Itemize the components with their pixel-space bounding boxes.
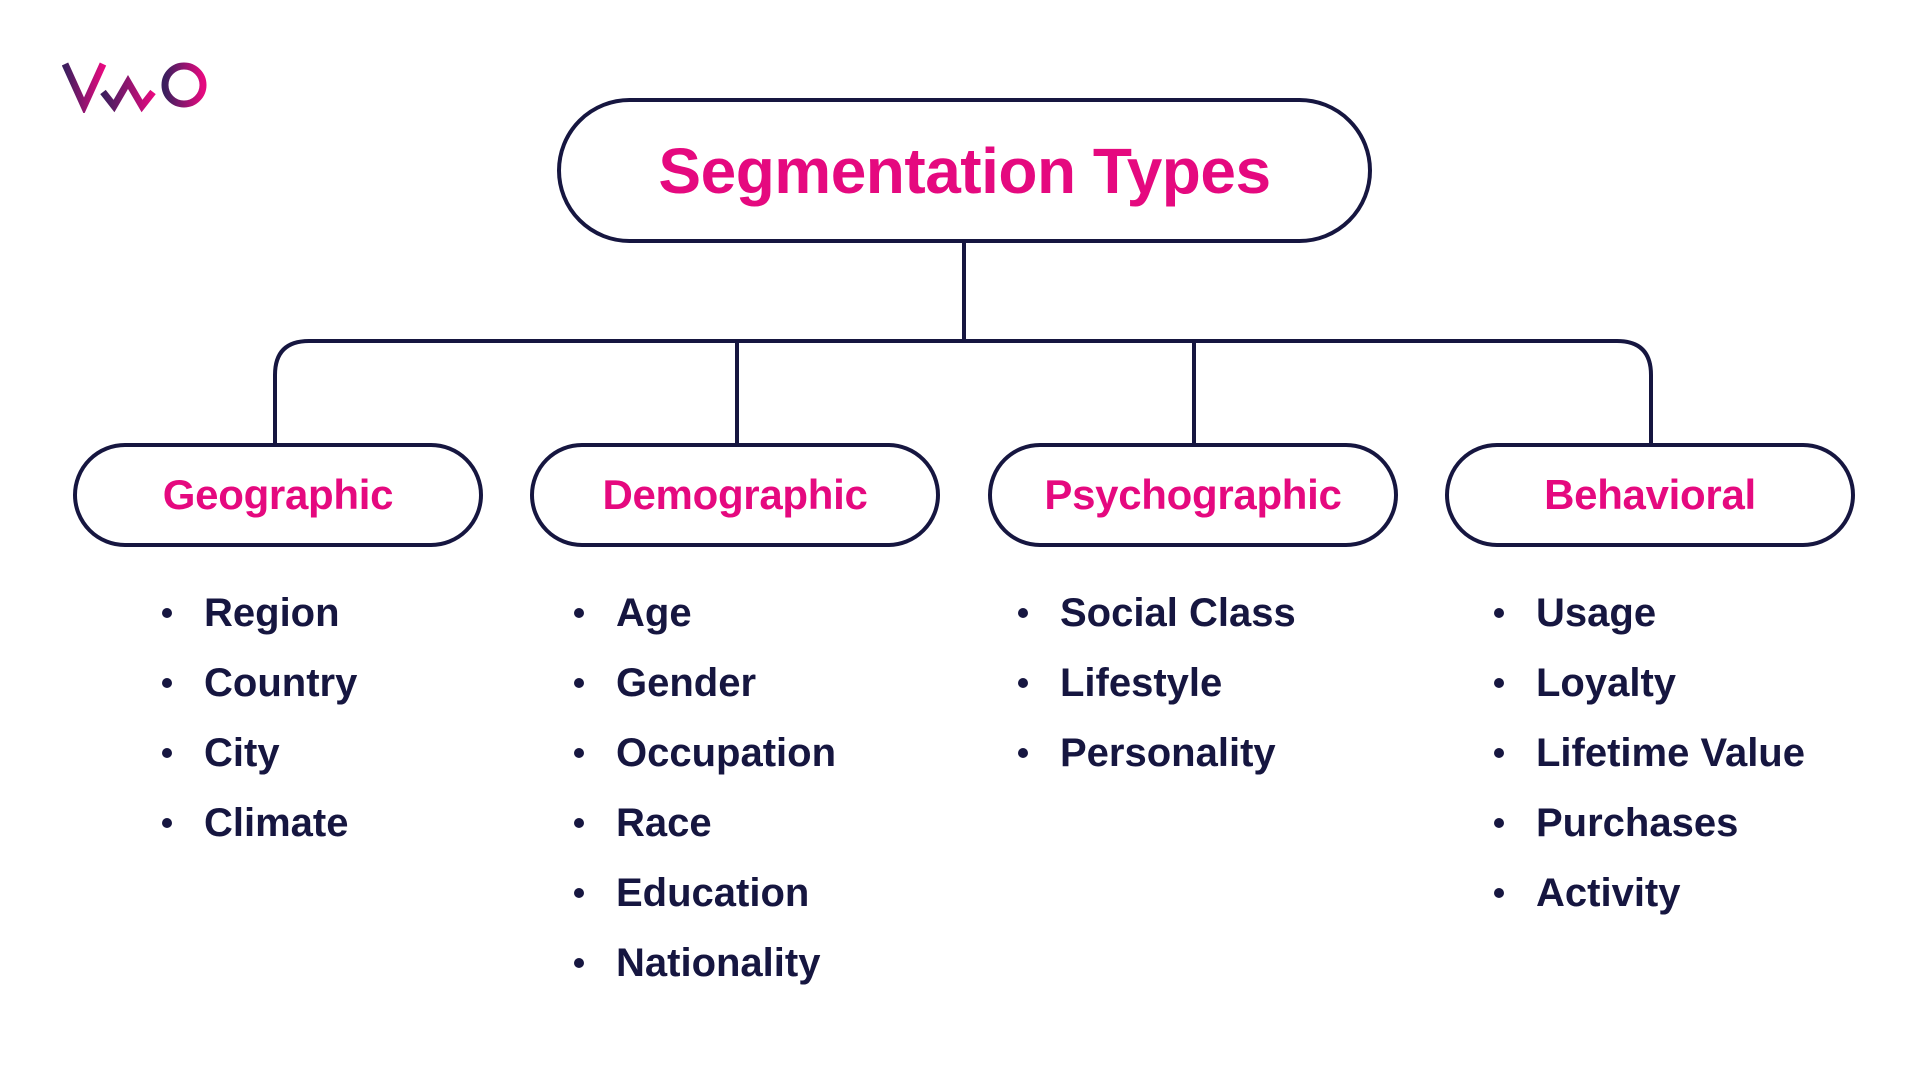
list-item: Lifetime Value <box>1494 725 1805 795</box>
list-item-label: Social Class <box>1060 591 1296 635</box>
bullet-icon <box>1018 748 1028 758</box>
list-item-label: Occupation <box>616 731 837 775</box>
category-node-demographic: Demographic <box>530 443 940 547</box>
list-item: Occupation <box>574 725 836 795</box>
list-item-label: Region <box>204 591 340 635</box>
list-item-label: Lifetime Value <box>1536 731 1805 775</box>
list-item: Race <box>574 795 836 865</box>
bullet-icon <box>574 888 584 898</box>
bullet-icon <box>1018 678 1028 688</box>
bullet-icon <box>574 678 584 688</box>
bullet-icon <box>1494 678 1504 688</box>
list-item: City <box>162 725 357 795</box>
bullet-icon <box>574 608 584 618</box>
geographic-items-list: Region Country City Climate <box>162 585 357 865</box>
list-item-label: Climate <box>204 801 349 845</box>
list-item-label: Race <box>616 801 712 845</box>
list-item-label: Usage <box>1536 591 1657 635</box>
list-item-label: Nationality <box>616 941 821 985</box>
list-item: Age <box>574 585 836 655</box>
demographic-items-list: Age Gender Occupation Race Education Nat… <box>574 585 836 1005</box>
category-label: Demographic <box>602 471 868 518</box>
bullet-icon <box>1494 748 1504 758</box>
category-node-psychographic: Psychographic <box>988 443 1398 547</box>
bullet-icon <box>162 748 172 758</box>
list-item: Country <box>162 655 357 725</box>
list-item: Purchases <box>1494 795 1805 865</box>
list-item-label: Purchases <box>1536 801 1739 845</box>
list-item: Region <box>162 585 357 655</box>
list-item: Usage <box>1494 585 1805 655</box>
list-item-label: Activity <box>1536 871 1681 915</box>
root-title: Segmentation Types <box>658 134 1271 207</box>
list-item: Activity <box>1494 865 1805 935</box>
list-item: Nationality <box>574 935 836 1005</box>
bullet-icon <box>162 608 172 618</box>
list-item-label: Education <box>616 871 810 915</box>
list-item-label: Age <box>616 591 692 635</box>
root-node: Segmentation Types <box>557 98 1372 243</box>
bullet-icon <box>1494 888 1504 898</box>
list-item-label: Loyalty <box>1536 661 1677 705</box>
list-item: Gender <box>574 655 836 725</box>
category-label: Behavioral <box>1544 471 1756 518</box>
list-item: Personality <box>1018 725 1296 795</box>
bullet-icon <box>162 818 172 828</box>
category-label: Geographic <box>162 471 394 518</box>
psychographic-items-list: Social Class Lifestyle Personality <box>1018 585 1296 795</box>
bullet-icon <box>162 678 172 688</box>
category-label: Psychographic <box>1044 471 1342 518</box>
bullet-icon <box>574 958 584 968</box>
list-item: Education <box>574 865 836 935</box>
bullet-icon <box>1018 608 1028 618</box>
list-item: Social Class <box>1018 585 1296 655</box>
bullet-icon <box>574 748 584 758</box>
category-node-geographic: Geographic <box>73 443 483 547</box>
vwo-logo <box>62 62 207 113</box>
horizontal-branch-line <box>273 339 1653 443</box>
behavioral-items-list: Usage Loyalty Lifetime Value Purchases A… <box>1494 585 1805 935</box>
list-item-label: City <box>204 731 280 775</box>
list-item-label: Lifestyle <box>1060 661 1223 705</box>
list-item: Lifestyle <box>1018 655 1296 725</box>
list-item-label: Country <box>204 661 358 705</box>
bullet-icon <box>574 818 584 828</box>
list-item: Loyalty <box>1494 655 1805 725</box>
list-item-label: Gender <box>616 661 757 705</box>
category-node-behavioral: Behavioral <box>1445 443 1855 547</box>
list-item-label: Personality <box>1060 731 1276 775</box>
bullet-icon <box>1494 818 1504 828</box>
bullet-icon <box>1494 608 1504 618</box>
list-item: Climate <box>162 795 357 865</box>
